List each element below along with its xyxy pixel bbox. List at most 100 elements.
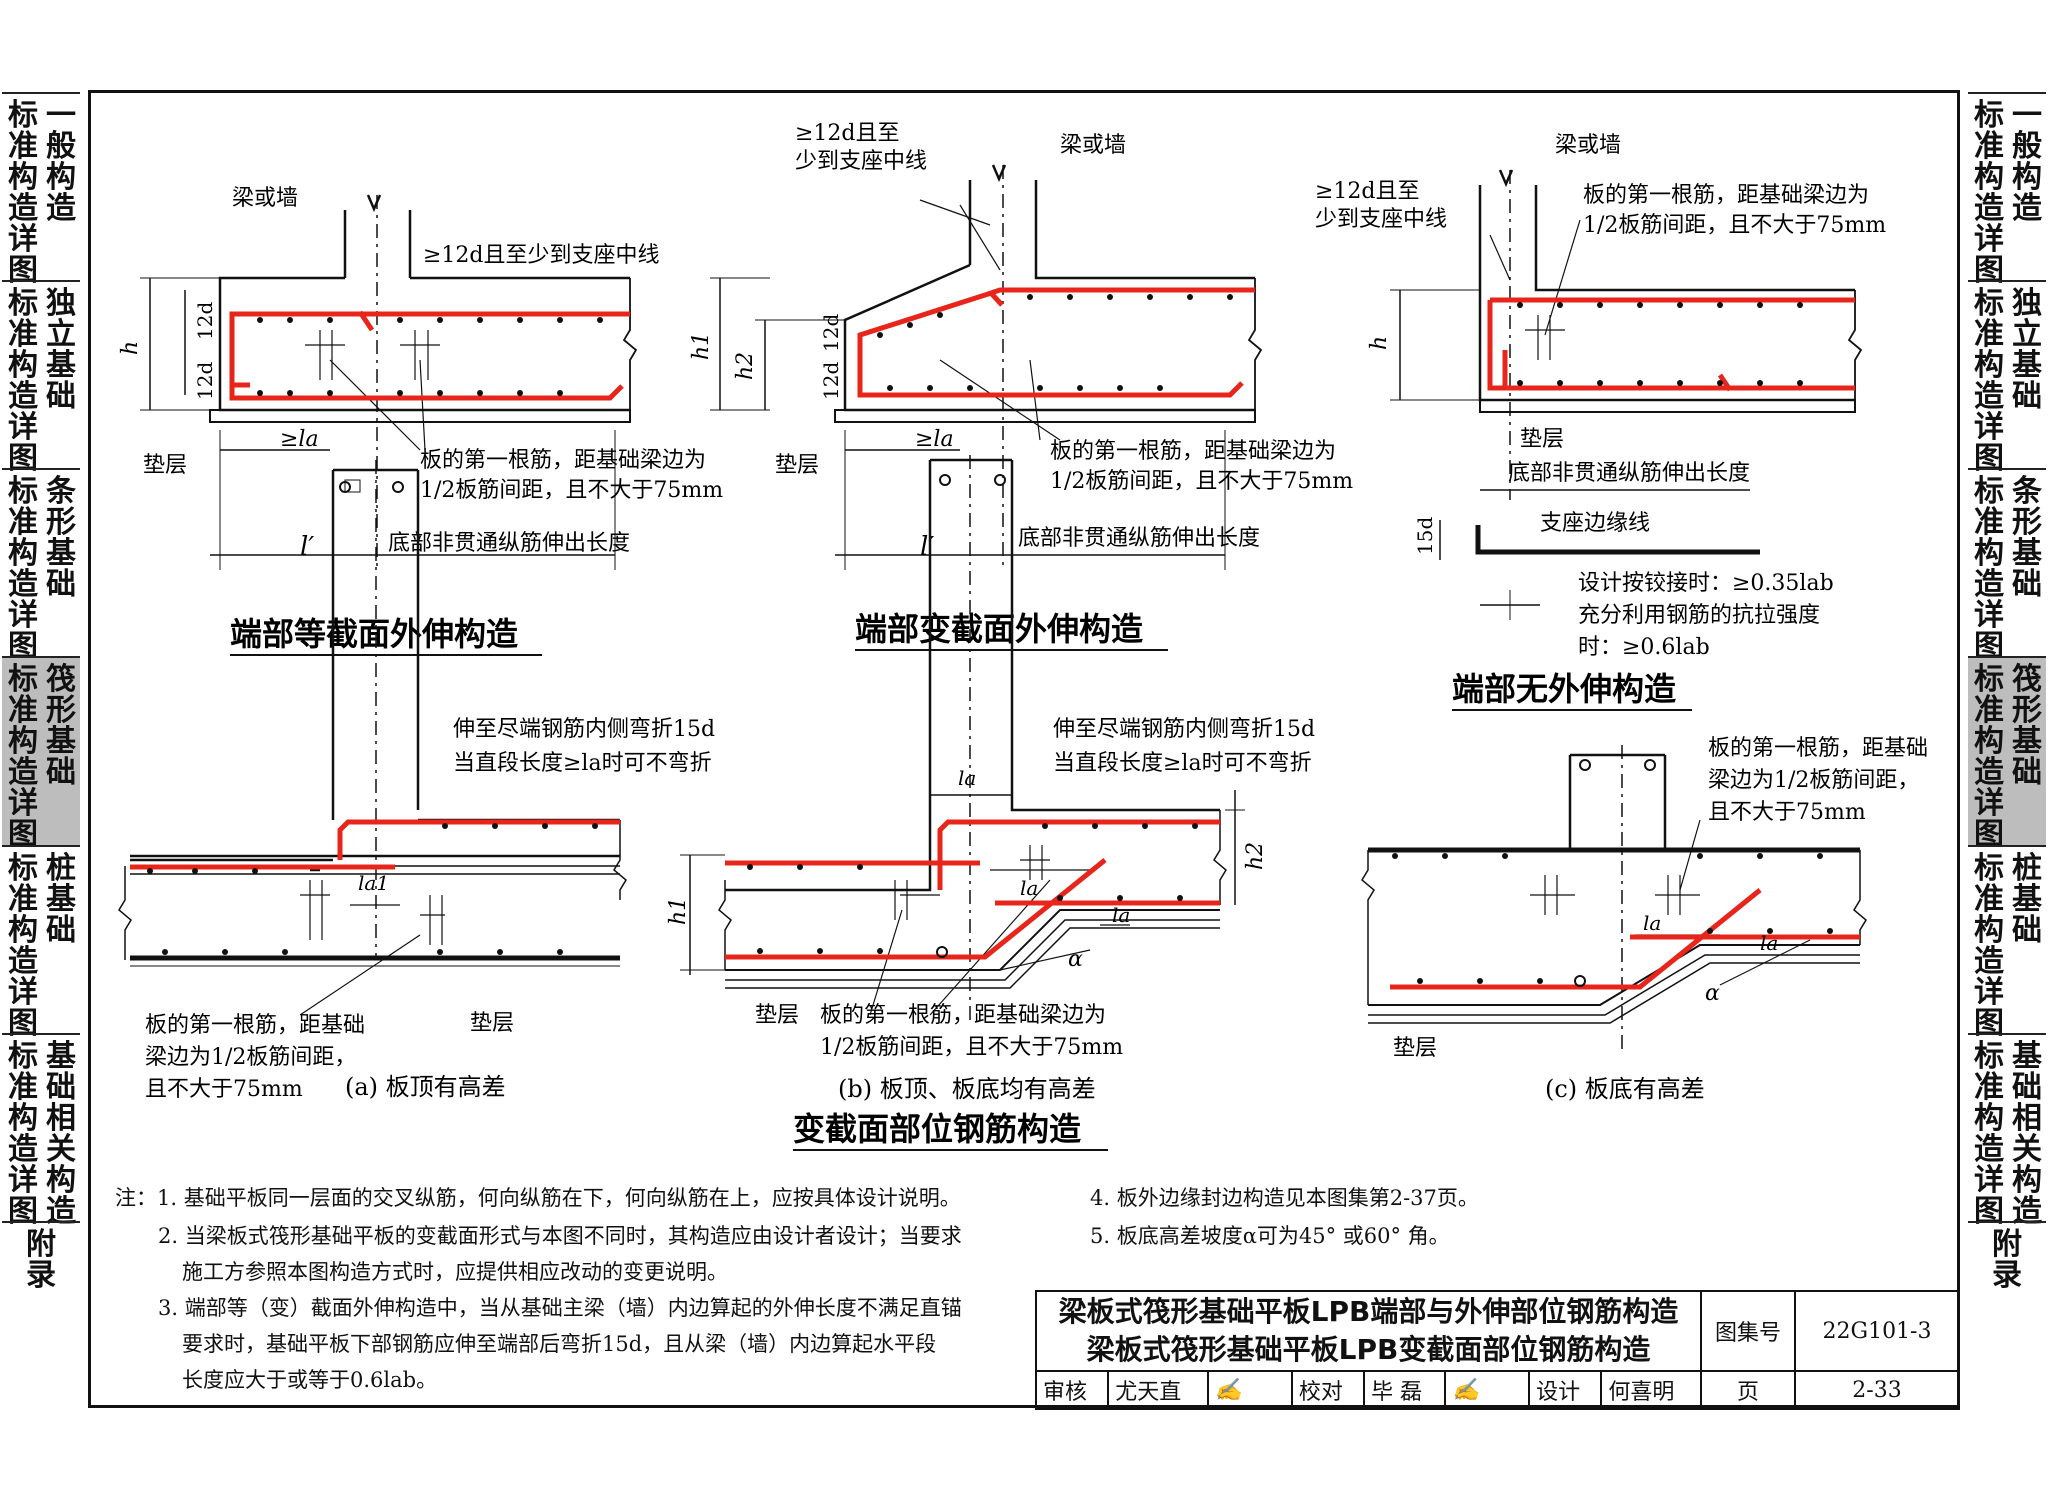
d2-first-bar-2: 1/2板筋间距，且不大于75mm bbox=[1050, 469, 1353, 494]
side-tab-3[interactable]: 标准构造详图筏形基础 bbox=[1968, 656, 2046, 850]
side-tab-4[interactable]: 标准构造详图桩基础 bbox=[2, 845, 80, 1039]
atlas-label: 图集号 bbox=[1700, 1290, 1796, 1372]
side-tab-col2: 一般构造 bbox=[46, 98, 76, 226]
side-tab-5[interactable]: 标准构造详图基础相关构造 bbox=[2, 1033, 80, 1227]
page-label: 页 bbox=[1700, 1370, 1796, 1410]
note-4: 4. 板外边缘封边构造见本图集第2-37页。 bbox=[1090, 1186, 1479, 1210]
side-tab-6[interactable]: 附录 bbox=[1968, 1221, 2046, 1421]
side-tab-0[interactable]: 标准构造详图一般构造 bbox=[1968, 92, 2046, 286]
checker-signature: ✍ bbox=[1444, 1370, 1531, 1410]
side-tab-4[interactable]: 标准构造详图桩基础 bbox=[1968, 845, 2046, 1039]
db-h1: h1 bbox=[666, 897, 691, 925]
db-la: la bbox=[958, 766, 976, 790]
side-tab-1[interactable]: 标准构造详图独立基础 bbox=[1968, 280, 2046, 474]
dc-caption: (c) 板底有高差 bbox=[1545, 1075, 1705, 1103]
review-label: 审核 bbox=[1034, 1370, 1110, 1410]
d1-cushion: 垫层 bbox=[143, 453, 187, 478]
db-h2: h2 bbox=[1243, 842, 1268, 870]
side-tab-col2: 桩基础 bbox=[2012, 851, 2042, 948]
d1-beam-wall: 梁或墙 bbox=[232, 186, 298, 211]
side-tab-col2: 一般构造 bbox=[2012, 98, 2042, 226]
side-tab-3[interactable]: 标准构造详图筏形基础 bbox=[2, 656, 80, 850]
diagram-c-bottom-step bbox=[1361, 745, 1867, 1050]
diagram-end-uniform-dots bbox=[257, 317, 603, 396]
dc-first-3: 且不大于75mm bbox=[1708, 800, 1866, 825]
da-first-1: 板的第一根筋，距基础 bbox=[145, 1013, 365, 1038]
side-tab-col1: 附录 bbox=[1992, 1227, 2022, 1293]
da-first-3: 且不大于75mm bbox=[145, 1077, 303, 1102]
side-tab-col2: 筏形基础 bbox=[46, 662, 76, 790]
side-tab-6[interactable]: 附录 bbox=[2, 1221, 80, 1421]
side-tab-2[interactable]: 标准构造详图条形基础 bbox=[1968, 468, 2046, 662]
d2-12d: 12d bbox=[819, 314, 843, 352]
d1-extend: 底部非贯通纵筋伸出长度 bbox=[388, 531, 630, 556]
d3-title: 端部无外伸构造 bbox=[1452, 670, 1676, 708]
side-tab-col2: 独立基础 bbox=[46, 286, 76, 414]
side-tab-col2: 筏形基础 bbox=[2012, 662, 2042, 790]
d1-first-bar-2: 1/2板筋间距，且不大于75mm bbox=[420, 478, 723, 503]
dc-alpha: α bbox=[1705, 981, 1720, 1006]
side-tab-1[interactable]: 标准构造详图独立基础 bbox=[2, 280, 80, 474]
diagram-end-variable bbox=[710, 164, 1263, 570]
title-line-2: 梁板式筏形基础平板LPB变截面部位钢筋构造 bbox=[1086, 1333, 1651, 1366]
db-la-2: la bbox=[1020, 876, 1038, 900]
bottom-title: 变截面部位钢筋构造 bbox=[793, 1110, 1081, 1148]
d3-full-2: 时：≥0.6lab bbox=[1578, 635, 1710, 660]
d2-h1: h1 bbox=[689, 332, 714, 360]
d2-beam-wall: 梁或墙 bbox=[1060, 133, 1126, 158]
d2-lprime: l′ bbox=[920, 532, 934, 562]
drawing-frame bbox=[88, 90, 1960, 1408]
note-2: 2. 当梁板式筏形基础平板的变截面形式与本图不同时，其构造应由设计者设计；当要求 bbox=[158, 1224, 962, 1248]
title-block: 梁板式筏形基础平板LPB端部与外伸部位钢筋构造 梁板式筏形基础平板LPB变截面部… bbox=[1034, 1290, 1960, 1410]
d2-first-bar: 板的第一根筋，距基础梁边为 bbox=[1050, 439, 1336, 464]
d3-anchor-2: 少到支座中线 bbox=[1315, 207, 1447, 232]
db-first-2: 1/2板筋间距，且不大于75mm bbox=[820, 1035, 1123, 1060]
da-first-2: 梁边为1/2板筋间距， bbox=[145, 1045, 356, 1070]
da-cushion: 垫层 bbox=[470, 1011, 514, 1036]
d3-full-1: 充分利用钢筋的抗拉强度 bbox=[1578, 603, 1820, 628]
db-alpha: α bbox=[1068, 947, 1083, 972]
da-bend-2: 当直段长度≥la时可不弯折 bbox=[453, 751, 712, 776]
side-tab-col1: 标准构造详图 bbox=[8, 98, 38, 288]
checker: 毕 磊 bbox=[1363, 1370, 1447, 1410]
d3-beam-wall: 梁或墙 bbox=[1555, 133, 1621, 158]
note-3: 3. 端部等（变）截面外伸构造中，当从基础主梁（墙）内边算起的外伸长度不满足直锚 bbox=[158, 1296, 962, 1320]
d3-h: h bbox=[1367, 336, 1392, 350]
dc-first-2: 梁边为1/2板筋间距， bbox=[1708, 768, 1919, 793]
reviewer-signature: ✍ bbox=[1206, 1370, 1293, 1410]
d2-anchor-1: ≥12d且至 bbox=[795, 121, 900, 146]
side-tab-col1: 标准构造详图 bbox=[8, 1039, 38, 1229]
d3-support-edge: 支座边缘线 bbox=[1540, 511, 1650, 536]
d2-la: ≥la bbox=[915, 427, 954, 452]
d3-cushion: 垫层 bbox=[1520, 427, 1564, 452]
check-label: 校对 bbox=[1290, 1370, 1366, 1410]
d3-15d: 15d bbox=[1413, 517, 1437, 555]
d2-cushion: 垫层 bbox=[775, 453, 819, 478]
designer: 何喜明 bbox=[1600, 1370, 1702, 1410]
side-tab-col1: 标准构造详图 bbox=[1974, 662, 2004, 852]
dc-la: la bbox=[1643, 911, 1661, 935]
dc-first-1: 板的第一根筋，距基础 bbox=[1708, 736, 1928, 761]
d3-first-bar-2: 1/2板筋间距，且不大于75mm bbox=[1583, 213, 1886, 238]
note-3b: 要求时，基础平板下部钢筋应伸至端部后弯折15d，且从梁（墙）内边算起水平段 bbox=[182, 1332, 937, 1356]
page-number: 2-33 bbox=[1794, 1370, 1960, 1410]
da-caption: (a) 板顶有高差 bbox=[345, 1073, 506, 1101]
design-label: 设计 bbox=[1528, 1370, 1603, 1410]
d1-title: 端部等截面外伸构造 bbox=[230, 615, 518, 653]
d1-first-bar: 板的第一根筋，距基础梁边为 bbox=[420, 448, 706, 473]
d1-12d-top: 12d bbox=[193, 302, 217, 340]
side-tab-0[interactable]: 标准构造详图一般构造 bbox=[2, 92, 80, 286]
da-bend-1: 伸至尽端钢筋内侧弯折15d bbox=[453, 717, 715, 742]
dc-cushion: 垫层 bbox=[1393, 1036, 1437, 1061]
title-line-1: 梁板式筏形基础平板LPB端部与外伸部位钢筋构造 bbox=[1058, 1295, 1679, 1328]
d1-12d-bot: 12d bbox=[193, 362, 217, 400]
d1-anchor-top: ≥12d且至少到支座中线 bbox=[423, 243, 660, 268]
diagram-end-uniform bbox=[140, 194, 638, 570]
side-tab-col1: 标准构造详图 bbox=[8, 662, 38, 852]
reviewer: 尤天直 bbox=[1107, 1370, 1209, 1410]
note-2b: 施工方参照本图构造方式时，应提供相应改动的变更说明。 bbox=[182, 1260, 728, 1284]
da-la1: la1 bbox=[358, 871, 389, 895]
note-5: 5. 板底高差坡度α可为45° 或60° 角。 bbox=[1090, 1224, 1450, 1248]
d1-h: h bbox=[118, 341, 143, 355]
atlas-number: 22G101-3 bbox=[1794, 1290, 1960, 1372]
